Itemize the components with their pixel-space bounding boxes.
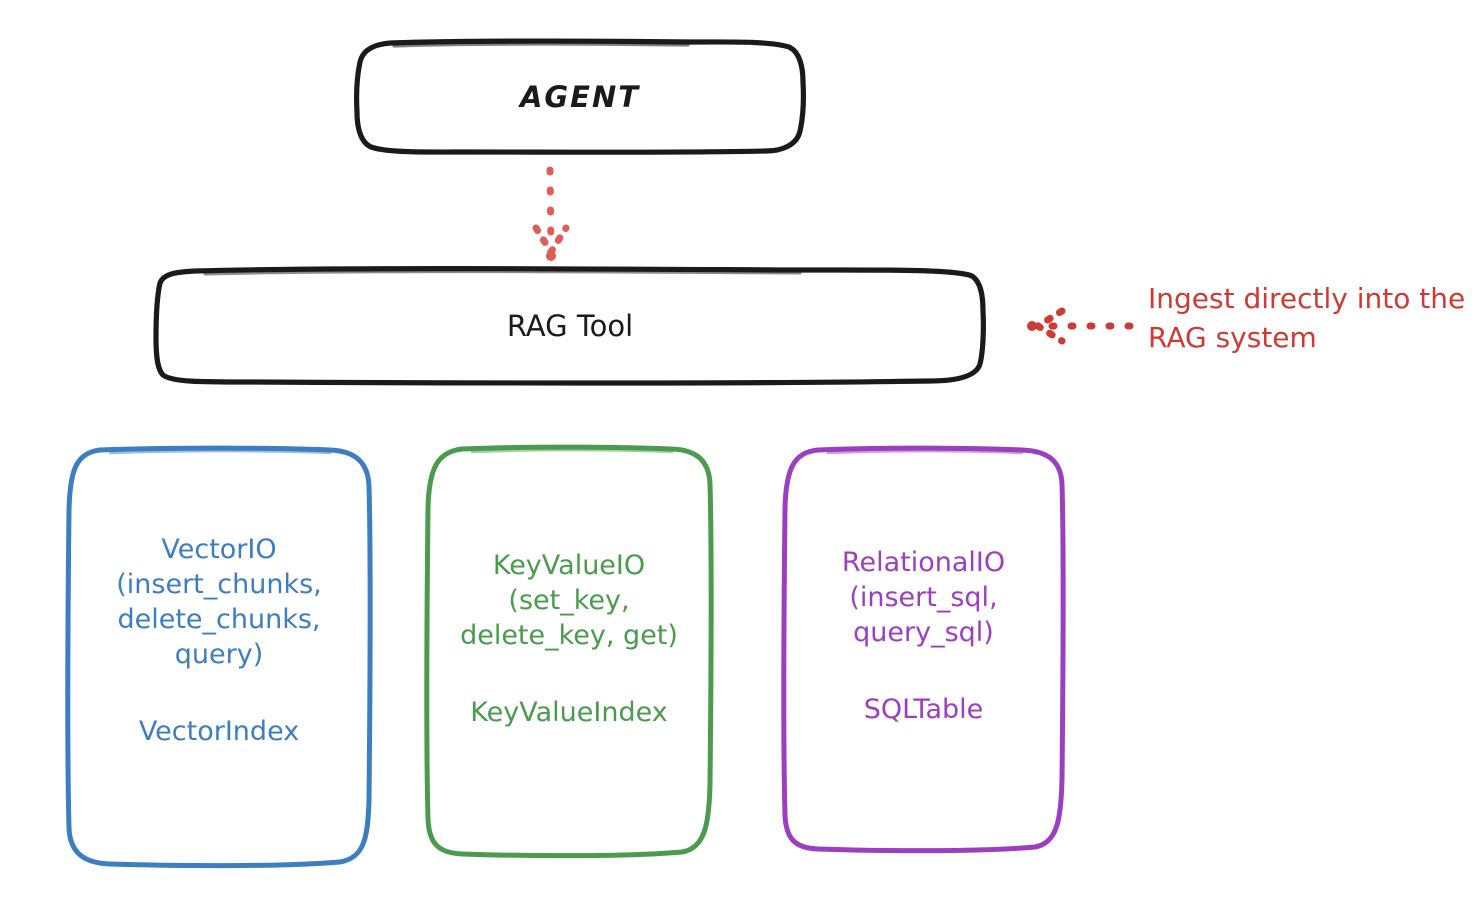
- keyvalue-store-node-shape[interactable]: [424, 444, 714, 859]
- vector-store-node-shape[interactable]: [65, 445, 373, 869]
- agent-node-shape[interactable]: [354, 38, 806, 155]
- rag-tool-node-shape[interactable]: [153, 266, 986, 386]
- relational-store-node-shape[interactable]: [781, 445, 1066, 854]
- agent-to-rag-dotted-arrow: [532, 166, 570, 261]
- ingest-dotted-arrow: [1027, 307, 1134, 345]
